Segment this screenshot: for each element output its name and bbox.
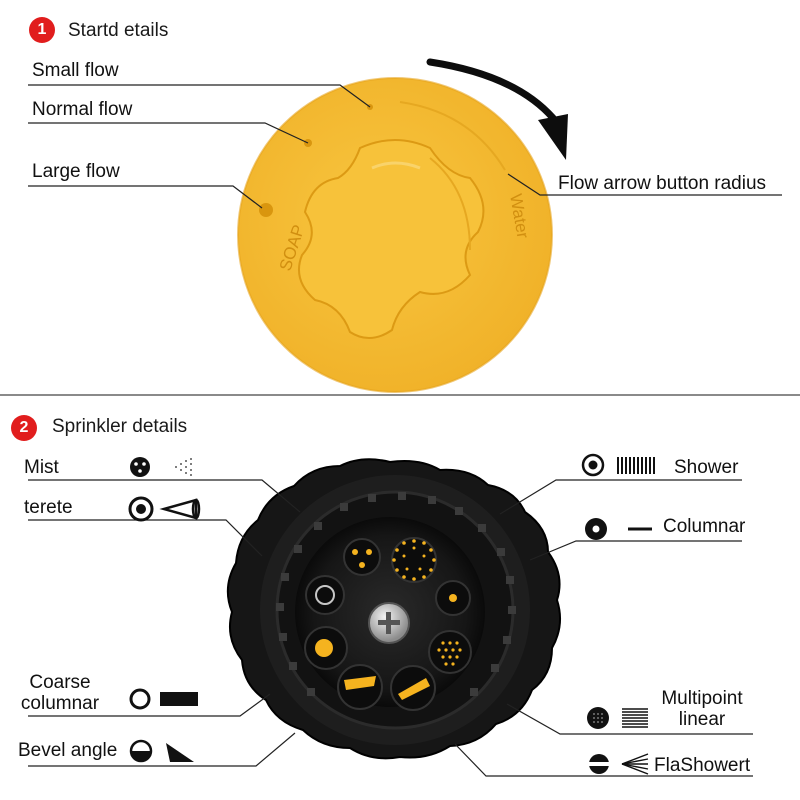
label-flow-arrow: Flow arrow button radius — [558, 173, 767, 194]
terete-cone-icon — [159, 498, 201, 520]
coarse-bar-icon — [160, 692, 198, 706]
section-1-leaders — [28, 84, 782, 209]
bevel-half-icon — [129, 739, 153, 763]
section-1-number: 1 — [37, 21, 47, 38]
label-small-flow: Small flow — [32, 60, 119, 81]
section-1-badge: 1 — [29, 17, 55, 43]
section-1-title: Startd etails — [68, 20, 169, 41]
sprinkler-nozzle — [226, 458, 562, 760]
flashower-fan-icon — [621, 753, 649, 775]
flashower-half-icon — [589, 754, 609, 774]
coarse-ring-icon — [129, 688, 151, 710]
multipoint-dots-icon — [587, 707, 609, 729]
label-normal-flow: Normal flow — [32, 99, 133, 120]
label-multipoint-line1: Multipoint — [661, 688, 743, 709]
label-flashowert: FlaShowert — [654, 755, 751, 776]
label-large-flow: Large flow — [32, 161, 120, 182]
nozzle-teeth — [276, 492, 516, 696]
label-bevel-angle: Bevel angle — [18, 740, 118, 761]
section-2-number: 2 — [19, 419, 29, 436]
shower-grid-icon — [617, 457, 655, 474]
bevel-wedge-icon — [166, 743, 194, 762]
knob-grip — [298, 139, 485, 339]
label-terete: terete — [24, 497, 73, 518]
label-multipoint-line2: linear — [678, 709, 726, 730]
section-2-badge: 2 — [11, 415, 37, 441]
flow-direction-arrow — [426, 58, 557, 122]
multipoint-lines-icon — [622, 708, 648, 728]
shower-target-icon — [581, 453, 605, 477]
columnar-dot-icon — [585, 518, 607, 540]
section-2-leaders — [28, 479, 753, 777]
label-columnar: Columnar — [663, 516, 746, 537]
multipoint-dots — [437, 641, 462, 666]
mist-spray-icon — [175, 458, 192, 476]
shower-dots — [392, 539, 436, 581]
mist-dots-icon — [130, 457, 150, 477]
label-mist: Mist — [24, 457, 59, 478]
label-multipoint-linear: Multipoint linear — [650, 688, 754, 730]
section-2-title: Sprinkler details — [52, 416, 188, 437]
label-coarse-line2: columnar — [20, 693, 100, 714]
label-coarse-columnar: Coarse columnar — [18, 672, 102, 714]
flow-arrow-head — [538, 114, 568, 160]
large-flow-hole — [259, 203, 273, 217]
label-coarse-line1: Coarse — [29, 672, 91, 693]
terete-ring-icon — [128, 496, 154, 522]
flow-knob — [237, 77, 553, 393]
label-shower: Shower — [674, 457, 739, 478]
